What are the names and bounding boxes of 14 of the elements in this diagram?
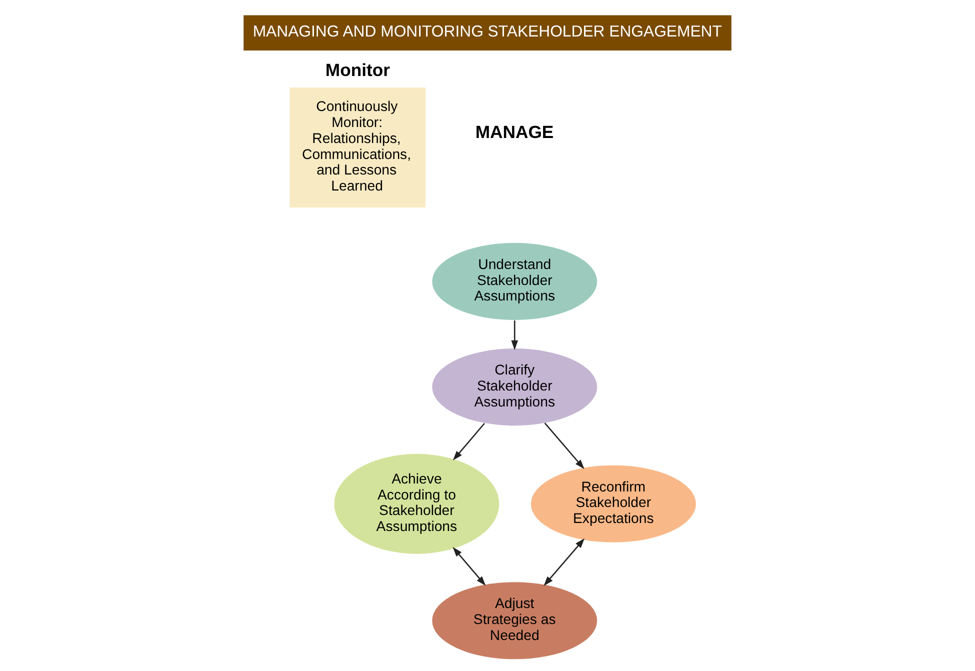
node-label: Monitor — [325, 60, 390, 80]
arrow — [544, 422, 584, 470]
arrow — [511, 320, 518, 350]
arrow — [452, 547, 486, 586]
arrow — [452, 422, 485, 460]
node-ellipse: Achieve According to Stakeholder Assumptions — [334, 454, 500, 554]
node-ellipse: Clarify Stakeholder Assumptions — [432, 348, 598, 426]
label: MANAGE — [475, 122, 554, 142]
diagram-title: MANAGING AND MONITORING STAKEHOLDER ENGAGEMENT — [252, 24, 722, 41]
arrow — [544, 538, 585, 586]
node-box: Continuously Monitor: Relationships, Communications, and Lessons Learned — [290, 88, 426, 208]
node-ellipse: Adjust Strategies as Needed — [432, 582, 598, 660]
node-ellipse: Reconfirm Stakeholder Expectations — [530, 465, 696, 542]
node-ellipse: Understand Stakeholder Assumptions — [432, 242, 598, 320]
